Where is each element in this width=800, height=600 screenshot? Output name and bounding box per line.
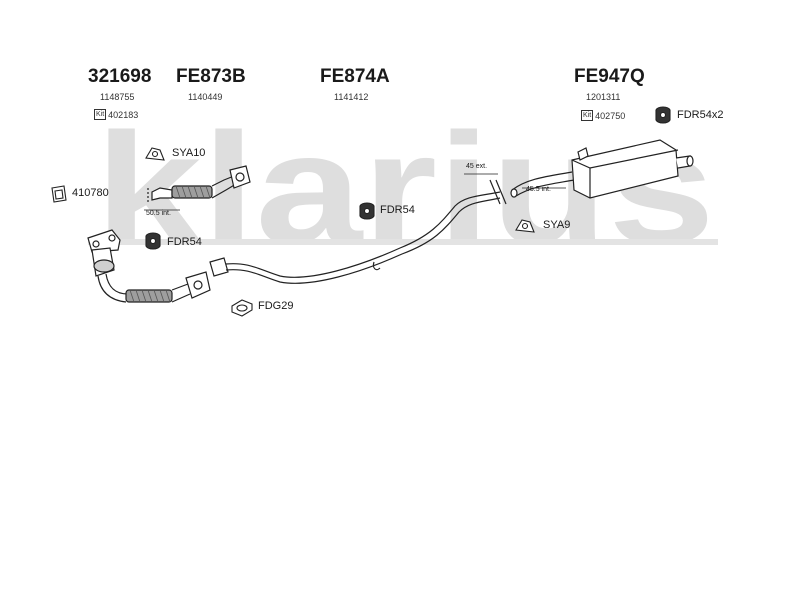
- rear-inlet-pipe-bottom: [515, 179, 575, 197]
- label-410780: 410780: [72, 187, 109, 199]
- silencer-bracket: [577, 147, 589, 161]
- part-number-321698: 321698: [88, 66, 152, 87]
- kit-number: 402750: [595, 110, 626, 121]
- flange-bore: [235, 172, 245, 182]
- rubber-mount-icon: [145, 232, 161, 250]
- down-pipe-edge: [105, 273, 129, 295]
- fe874a-hanger: [372, 261, 381, 271]
- kit-badge: Kit: [581, 110, 594, 121]
- ring-gasket-icon: [231, 299, 253, 317]
- label-fdr54x2: FDR54x2: [677, 109, 724, 121]
- fe874a-pipe-bottom: [225, 197, 501, 284]
- fe874a-pipe-top: [225, 191, 501, 278]
- fe873b-outlet: [211, 175, 237, 199]
- part-number-fe874a: FE874A: [320, 66, 390, 87]
- flange-bolt-hole: [108, 234, 116, 242]
- label-fdr54-mid: FDR54: [380, 204, 415, 216]
- fe873b-inlet: [151, 187, 173, 201]
- intermediate-pipe-fe873b: [147, 165, 251, 204]
- rear-inlet-pipe-top: [511, 171, 573, 191]
- dim-front-int: 50.5 int.: [146, 210, 171, 217]
- kit-badge: Kit: [94, 109, 107, 120]
- label-fdr54-left: FDR54: [167, 236, 202, 248]
- silencer-body: [571, 139, 679, 199]
- kit-number-fe947q: Kit 402750: [581, 110, 625, 121]
- dim-rear-ext: 45 ext.: [466, 163, 488, 170]
- flex-joint: [125, 289, 173, 303]
- part-number-fe873b: FE873B: [176, 66, 246, 87]
- oe-number-321698: 1148755: [100, 92, 135, 102]
- oe-number-fe873b: 1140449: [188, 92, 223, 102]
- kit-number: 402183: [108, 109, 139, 120]
- accessory-icons: [51, 106, 671, 317]
- flange-bolt-hole: [92, 240, 100, 248]
- gasket-icon: [51, 185, 67, 203]
- rubber-mount-icon: [359, 202, 375, 220]
- clamp-icon: [145, 147, 165, 161]
- tailpipe-end: [686, 155, 694, 167]
- kit-number-321698: Kit 402183: [94, 109, 138, 120]
- label-sya9: SYA9: [543, 219, 571, 231]
- label-sya10: SYA10: [172, 147, 206, 159]
- dim-rear-int: 45.5 int.: [526, 186, 551, 193]
- cut-mark: [495, 179, 507, 205]
- rubber-mount-icon: [655, 106, 671, 124]
- down-pipe: [97, 275, 127, 303]
- cut-mark: [489, 179, 501, 205]
- dimension-leaders: [144, 173, 566, 211]
- rear-silencer-fe947q: [510, 139, 694, 199]
- clamp-icon: [515, 219, 535, 233]
- rear-inlet-end: [510, 188, 518, 198]
- flange-bore: [193, 280, 203, 290]
- oe-number-fe874a: 1141412: [334, 92, 369, 102]
- label-fdg29: FDG29: [258, 300, 294, 312]
- catalyst-cone: [93, 259, 115, 273]
- long-pipe-fe874a: [209, 179, 507, 284]
- front-pipe-catalyst: [87, 229, 211, 303]
- part-number-fe947q: FE947Q: [574, 66, 645, 87]
- front-outlet-pipe: [171, 283, 191, 303]
- oe-number-fe947q: 1201311: [586, 92, 621, 102]
- fe874a-flange: [209, 257, 229, 277]
